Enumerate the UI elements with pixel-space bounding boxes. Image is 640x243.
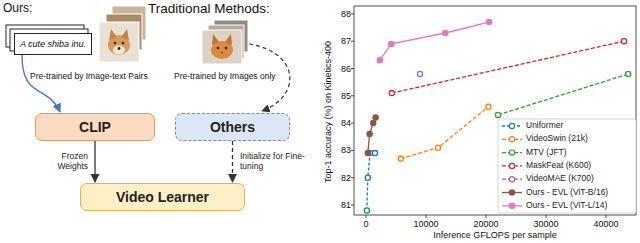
panel-title: Ours: bbox=[3, 2, 32, 16]
legend-marker bbox=[509, 137, 514, 142]
dog-photos bbox=[99, 6, 146, 62]
axis-title: Inference GFLOPS per sample bbox=[433, 230, 557, 240]
dog-eye bbox=[114, 42, 117, 45]
plot-frame bbox=[354, 6, 636, 215]
tick-label: 81 bbox=[341, 200, 351, 210]
legend-sample bbox=[502, 163, 522, 168]
cat-ear bbox=[225, 34, 232, 45]
edge-label: Initialize for Fine-tuning bbox=[240, 151, 318, 171]
legend-text: Uniformer bbox=[526, 121, 563, 130]
series-ours-b16 bbox=[365, 115, 378, 156]
x-ticks bbox=[366, 215, 606, 218]
series-videoswin bbox=[398, 104, 491, 161]
tick-label: 20000 bbox=[473, 219, 498, 229]
annotation: Pre-trained by Images only bbox=[174, 72, 276, 82]
dog-eye bbox=[122, 42, 125, 45]
series-ours-l14 bbox=[377, 20, 491, 63]
node-text: CLIP bbox=[79, 119, 111, 135]
model-box: CLIP bbox=[35, 113, 155, 141]
tick-label: 0 bbox=[363, 219, 368, 229]
node-text: Video Learner bbox=[116, 189, 209, 205]
legend-sample bbox=[502, 150, 522, 155]
series-mtv bbox=[495, 71, 630, 117]
legend-text: Ours - EVL (ViT-L/14) bbox=[526, 201, 607, 210]
learner-box: Video Learner bbox=[80, 183, 245, 211]
axis-title: Top-1 accuracy (%) on Kinetics-400 bbox=[323, 41, 333, 183]
legend-marker bbox=[509, 150, 514, 155]
legend-marker bbox=[509, 190, 514, 195]
legend-text: Ours - EVL (ViT-B/16) bbox=[526, 188, 608, 197]
annotation: Pre-trained by Image-text Pairs bbox=[30, 72, 148, 82]
connector bbox=[232, 141, 233, 182]
cat-eye bbox=[217, 47, 220, 50]
tick-label: 86 bbox=[341, 63, 351, 73]
legend-text: VideoSwin (21k) bbox=[526, 135, 588, 144]
series-uniformer bbox=[364, 151, 377, 214]
tick-label: 10000 bbox=[413, 219, 438, 229]
cat-eye bbox=[225, 47, 228, 50]
legend-marker bbox=[509, 203, 514, 208]
tick-label: 30000 bbox=[533, 219, 558, 229]
legend-sample bbox=[502, 190, 522, 195]
legend-marker bbox=[509, 123, 514, 128]
model-box: Others bbox=[175, 113, 290, 141]
series-maskfeat bbox=[389, 39, 626, 96]
legend-samples bbox=[502, 123, 522, 208]
chart-axes bbox=[351, 6, 636, 218]
tick-label: 82 bbox=[341, 173, 351, 183]
node-text: Others bbox=[210, 119, 255, 135]
connector bbox=[22, 55, 60, 112]
cat-ear bbox=[212, 34, 219, 45]
dog-ear bbox=[121, 29, 129, 40]
tick-label: 87 bbox=[341, 36, 351, 46]
legend-sample bbox=[502, 137, 522, 142]
tick-label: 88 bbox=[341, 9, 351, 19]
legend-marker bbox=[509, 177, 514, 182]
legend-sample bbox=[502, 123, 522, 128]
tick-label: 40000 bbox=[593, 219, 618, 229]
photo bbox=[202, 30, 242, 64]
series-videomae bbox=[417, 71, 422, 76]
y-ticks bbox=[351, 14, 354, 205]
cat-nose bbox=[221, 52, 224, 54]
cat-photos bbox=[202, 20, 248, 64]
photo bbox=[99, 22, 139, 62]
legend-text: MTV (JFT) bbox=[526, 148, 567, 157]
node-text: A cute shiba inu. bbox=[20, 39, 86, 49]
tick-label: 84 bbox=[341, 118, 351, 128]
legend-marker bbox=[509, 163, 514, 168]
panel-title: Traditional Methods: bbox=[148, 1, 270, 17]
edge-label: Frozen Weights bbox=[48, 151, 88, 171]
dog-muzzle bbox=[113, 46, 125, 55]
legend-text: VideoMAE (K700) bbox=[526, 175, 594, 184]
text-card: A cute shiba inu. bbox=[14, 33, 92, 55]
dog-nose bbox=[118, 47, 121, 50]
legend-box bbox=[498, 119, 636, 213]
legend-sample bbox=[502, 203, 522, 208]
tick-label: 83 bbox=[341, 145, 351, 155]
tick-label: 85 bbox=[341, 91, 351, 101]
legend-text: MaskFeat (K600) bbox=[526, 161, 591, 170]
dog-ear bbox=[109, 29, 117, 40]
legend-sample bbox=[502, 177, 522, 182]
connector bbox=[94, 141, 95, 182]
